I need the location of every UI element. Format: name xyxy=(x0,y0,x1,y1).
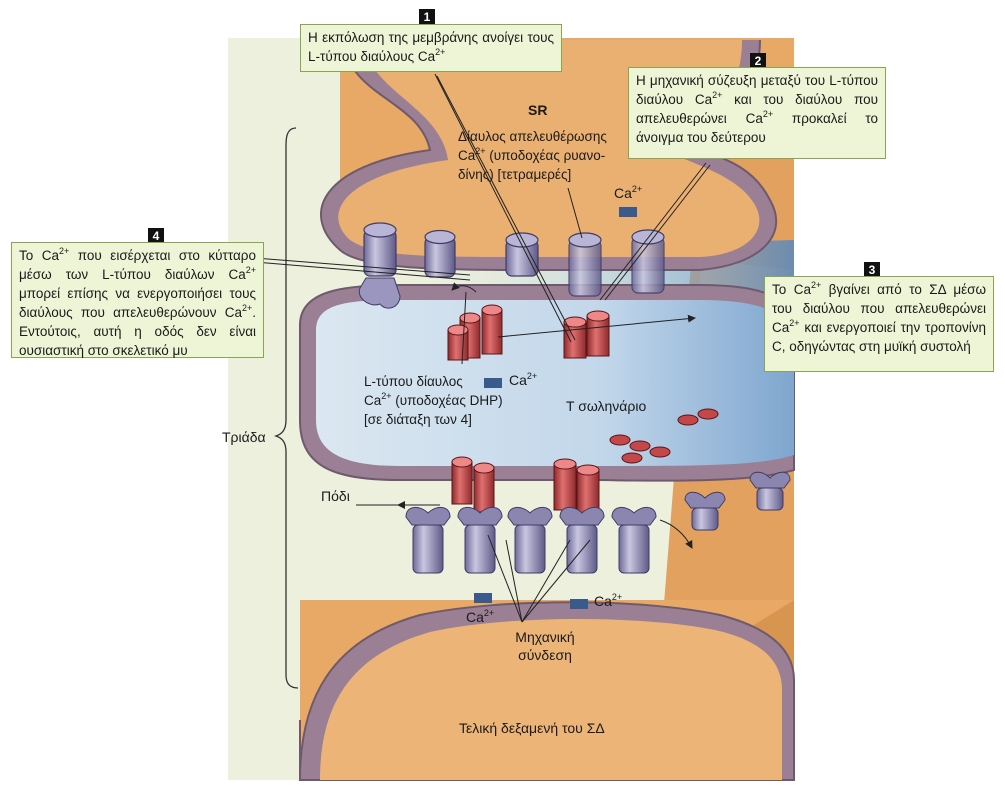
ca-label-bottom-right-text: Ca xyxy=(594,593,612,609)
ryanodine-receptors-top xyxy=(358,222,665,309)
callout-2-text-a: Η μηχανική σύζευξη μεταξύ του L-τύπου δι… xyxy=(636,73,878,107)
callout-3-text-b: βγαίνει από το ΣΔ μέσω του διαύλου που α… xyxy=(772,282,987,335)
ca-label-top-text: Ca xyxy=(614,185,632,201)
callout-3-badge: 3 xyxy=(864,262,880,278)
ca-label-bottom-left-sup: 2+ xyxy=(483,608,495,618)
callout-4-sup-b: 2+ xyxy=(245,265,256,275)
callout-2-text-c: προκαλεί το άνοιγμα του δεύτερου xyxy=(636,111,879,145)
dhp-receptors-center xyxy=(563,310,610,359)
ca-label-bottom-left: Ca2+ xyxy=(466,608,494,626)
ryanodine-receptors-bottom xyxy=(405,471,791,574)
triad-label: Τριάδα xyxy=(222,429,266,445)
terminal-cistern-label: Τελική δεξαμενή του ΣΔ xyxy=(459,720,605,736)
callout-2-text-b: και του διαύλου που απελευθερώνει Ca xyxy=(636,92,878,126)
dhp-receptors-floating xyxy=(609,408,719,464)
ltype-ca: Ca xyxy=(364,393,382,408)
sr-bottom-membrane-edge xyxy=(320,618,782,780)
callout-4-sup-a: 2+ xyxy=(59,246,70,256)
callout-3-text-c: και ενεργοποιεί την τροπονίνη C, οδηγώντ… xyxy=(772,320,986,354)
foot-label: Πόδι xyxy=(321,488,350,504)
callout-4: Το Ca2+ που εισέρχεται στο κύτταρο μέσω … xyxy=(11,242,264,358)
ca-label-top: Ca2+ xyxy=(614,184,642,202)
ltype-line2: Ca2+ (υποδοχέας DHP) xyxy=(364,391,524,410)
release-channel-line2-rest: (υποδοχέας ρυανο- xyxy=(485,148,606,163)
sr-label: SR xyxy=(528,102,548,118)
callout-2: Η μηχανική σύζευξη μεταξύ του L-τύπου δι… xyxy=(628,67,886,159)
arrow-exit xyxy=(659,519,693,549)
ltype-sup: 2+ xyxy=(381,391,392,401)
release-channel-line1: Δίαυλος απελευθέρωσης xyxy=(458,129,607,144)
callout-1: Η εκπόλωση της μεμβράνης ανοίγει τους L-… xyxy=(300,24,562,72)
dhp-receptors-bottom xyxy=(451,456,600,517)
ltype-line3: [σε διάταξη των 4] xyxy=(364,412,472,427)
ca-label-bottom-right-sup: 2+ xyxy=(611,592,623,602)
mechanical-coupling-label: Μηχανική σύνδεση xyxy=(500,628,590,664)
t-tubule-lumen xyxy=(316,300,794,466)
t-tubule-label: Τ σωληνάριο xyxy=(566,398,647,414)
callout-4-badge: 4 xyxy=(148,228,164,244)
release-channel-line2: Ca2+ (υποδοχέας ρυανο- xyxy=(458,146,628,165)
callout-3-text-a: Το Ca xyxy=(772,282,811,297)
callout-4-text-c: μπορεί επίσης να ενεργοποιήσει τους διαύ… xyxy=(19,286,256,320)
calcium-marker-bottom-left xyxy=(474,593,492,603)
release-channel-line3: δίνης) [τετραμερές] xyxy=(458,167,572,182)
callout-2-sup-b: 2+ xyxy=(762,109,774,119)
calcium-marker-ttubule xyxy=(484,378,502,388)
callout-2-sup-a: 2+ xyxy=(712,90,723,100)
calcium-marker-top xyxy=(619,207,637,217)
callout-1-text: Η εκπόλωση της μεμβράνης ανοίγει τους L-… xyxy=(308,30,554,64)
callout-3-sup-a: 2+ xyxy=(810,280,822,290)
ca-label-bottom-right: Ca2+ xyxy=(594,592,622,610)
release-channel-sup: 2+ xyxy=(475,146,486,156)
mechanical-line2: σύνδεση xyxy=(518,647,572,663)
callout-4-sup-c: 2+ xyxy=(241,303,253,313)
mechanical-line1: Μηχανική xyxy=(515,629,575,645)
callout-3: Το Ca2+ βγαίνει από το ΣΔ μέσω του διαύλ… xyxy=(764,276,994,372)
ca-label-bottom-left-text: Ca xyxy=(466,609,484,625)
callout-4-text-b: που εισέρχεται στο κύτταρο μέσω των L-τύ… xyxy=(19,248,256,282)
ltype-line1: L-τύπου δίαυλος xyxy=(364,374,463,389)
ca-label-ttubule-sup: 2+ xyxy=(526,371,538,381)
release-channel-ca: Ca xyxy=(458,148,476,163)
ltype-line2-rest: (υποδοχέας DHP) xyxy=(391,393,503,408)
callout-4-text-d: . Εντούτοις, αυτή η οδός δεν είναι ουσια… xyxy=(19,305,256,358)
callout-2-badge: 2 xyxy=(750,53,766,69)
arrow-left-loop xyxy=(451,282,477,293)
ltype-channel-label: L-τύπου δίαυλος Ca2+ (υποδοχέας DHP) [σε… xyxy=(364,372,524,429)
release-channel-label: Δίαυλος απελευθέρωσης Ca2+ (υποδοχέας ρυ… xyxy=(458,127,628,184)
ca-label-ttubule: Ca2+ xyxy=(509,371,537,389)
ca-label-ttubule-text: Ca xyxy=(509,372,527,388)
callout-4-text-a: Το Ca xyxy=(19,248,60,263)
callout-1-badge: 1 xyxy=(419,9,435,25)
calcium-marker-bottom-right xyxy=(570,599,588,609)
triad-brace xyxy=(273,127,299,689)
callout-3-sup-b: 2+ xyxy=(789,318,800,328)
callout-1-sup: 2+ xyxy=(435,47,446,57)
ca-label-top-sup: 2+ xyxy=(631,184,643,194)
